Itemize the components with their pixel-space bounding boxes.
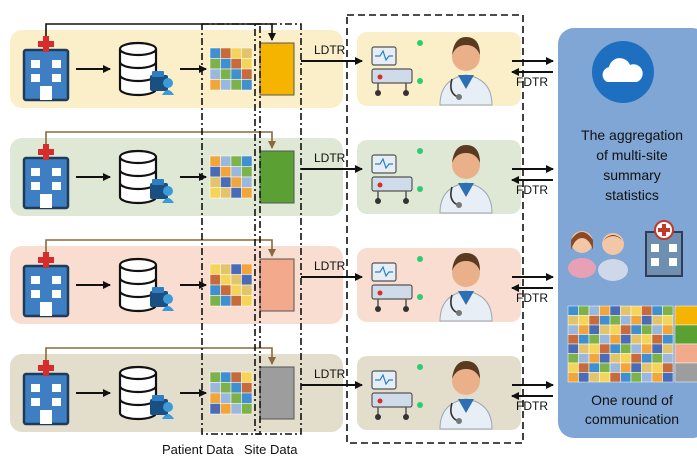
doctor-icon xyxy=(439,253,493,322)
patient-data-grid xyxy=(209,263,253,307)
cloud-icon xyxy=(592,41,654,103)
patient-record-icon xyxy=(150,71,174,95)
hospital-icon xyxy=(22,144,70,210)
aggregation-text-line: The aggregation xyxy=(581,127,683,143)
site-data-group-border xyxy=(254,23,302,435)
site-summary-block xyxy=(259,258,295,312)
site-connector-arrow xyxy=(45,347,276,365)
database-icon xyxy=(118,257,158,313)
fdtr-label: FDTR xyxy=(516,183,548,197)
patient-data-label: Patient Data xyxy=(162,442,234,457)
fdtr-label: FDTR xyxy=(516,399,548,413)
site-connector-arrow xyxy=(45,239,276,257)
patient-data-grid xyxy=(209,155,253,199)
aggregation-text-line: statistics xyxy=(605,187,659,203)
site-summary-block xyxy=(259,42,295,96)
fdtr-label: FDTR xyxy=(516,75,548,89)
communication-text-line: communication xyxy=(585,411,679,427)
ldtr-label: LDTR xyxy=(314,367,346,381)
communication-text-line: One round of xyxy=(591,392,673,408)
patient-data-grid xyxy=(209,371,253,415)
database-icon xyxy=(118,149,158,205)
hospital-icon xyxy=(22,360,70,426)
hospital-icon xyxy=(22,36,70,102)
site-summary-block xyxy=(259,150,295,204)
aggregation-text-line: of multi-site xyxy=(596,147,668,163)
ldtr-label: LDTR xyxy=(314,43,346,57)
ldtr-label: LDTR xyxy=(314,259,346,273)
medical-equipment-icon xyxy=(371,40,423,96)
medical-equipment-icon xyxy=(371,148,423,204)
aggregation-text-line: summary xyxy=(603,167,661,183)
doctor-icon xyxy=(439,145,493,214)
patient-data-grid xyxy=(209,47,253,91)
patient-record-icon xyxy=(150,395,174,419)
patient-record-icon xyxy=(150,287,174,311)
site-data-label: Site Data xyxy=(244,442,298,457)
site-summary-block xyxy=(259,366,295,420)
site-row: LDTR FDTR xyxy=(10,239,554,324)
patient-male-icon xyxy=(598,233,628,281)
patient-female-icon xyxy=(568,231,596,278)
hospital-icon xyxy=(645,220,683,277)
medical-equipment-icon xyxy=(371,364,423,420)
fdtr-label: FDTR xyxy=(516,291,548,305)
aggregation-panel: The aggregation of multi-site summary st… xyxy=(558,28,697,438)
site-connector-arrow xyxy=(45,23,276,41)
hospital-icon xyxy=(22,252,70,318)
doctor-icon xyxy=(439,361,493,430)
ldtr-label: LDTR xyxy=(314,151,346,165)
medical-equipment-icon xyxy=(371,256,423,312)
site-connector-arrow xyxy=(45,131,276,149)
patient-data-group-border xyxy=(201,23,261,435)
patient-record-icon xyxy=(150,179,174,203)
site-row: LDTR FDTR xyxy=(10,347,554,432)
summary-mosaic xyxy=(567,305,697,383)
local-compute-group-border xyxy=(346,14,524,444)
site-row: LDTR FDTR xyxy=(10,131,554,216)
doctor-icon xyxy=(439,37,493,106)
site-row: LDTR FDTR xyxy=(10,23,554,108)
